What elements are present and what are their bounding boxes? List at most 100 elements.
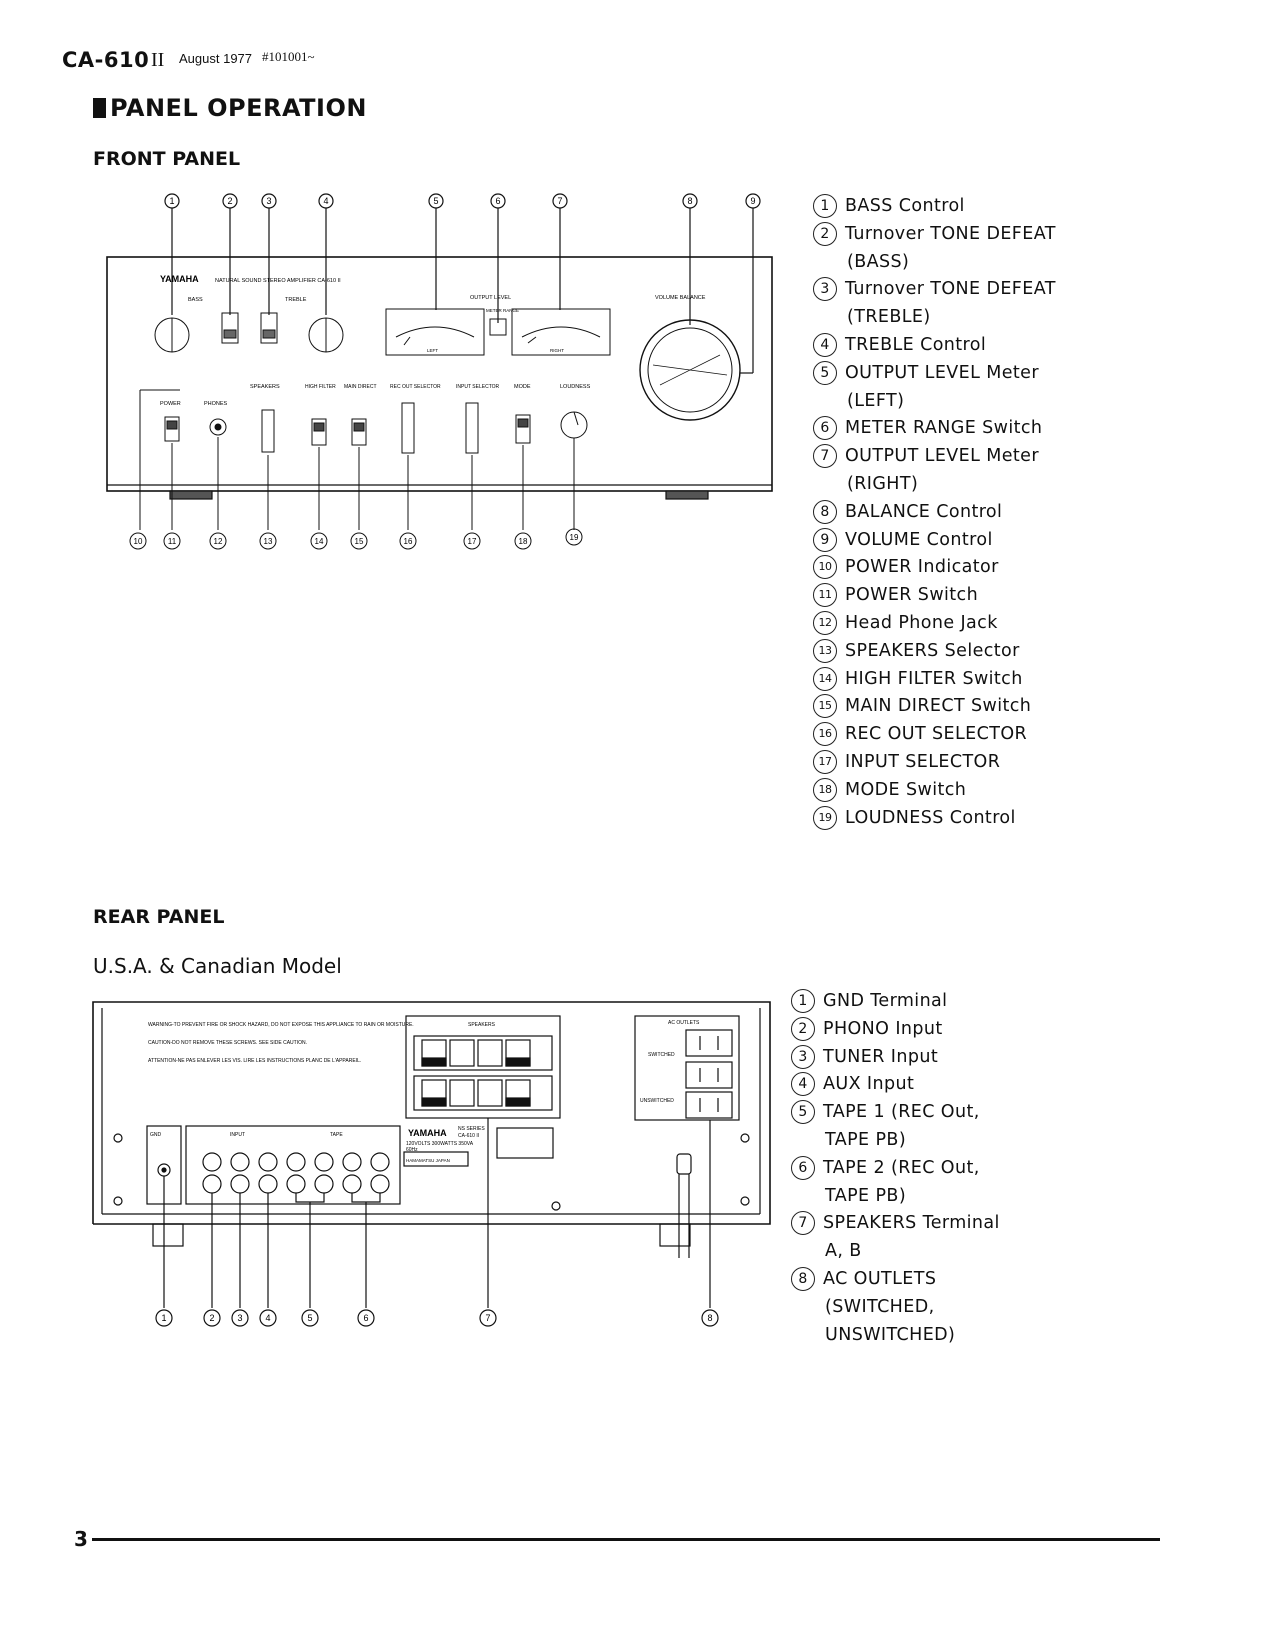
legend-number: 4 <box>813 333 837 357</box>
legend-number: 6 <box>813 416 837 441</box>
rear-gnd-label: GND <box>150 1132 162 1138</box>
fp-main-direct-label: MAIN DIRECT <box>344 384 377 390</box>
legend-number: 18 <box>813 777 837 802</box>
legend-label: Head Phone Jack <box>845 613 998 633</box>
rear-warning-text: WARNING-TO PREVENT FIRE OR SHOCK HAZARD,… <box>148 1022 414 1064</box>
fp-right-meter-label: RIGHT <box>550 348 564 353</box>
svg-text:3: 3 <box>237 1313 242 1323</box>
svg-text:13: 13 <box>264 537 273 546</box>
legend-label: VOLUME Control <box>845 529 993 550</box>
legend-item: 3 Turnover TONE DEFEAT <box>813 277 1056 302</box>
legend-number: 14 <box>813 666 837 691</box>
fp-left-meter-label: LEFT <box>427 348 438 353</box>
svg-text:16: 16 <box>404 537 413 546</box>
legend-label: OUTPUT LEVEL Meter <box>845 362 1039 383</box>
legend-number: 8 <box>791 1267 815 1291</box>
rear-switched-label: SWITCHED <box>648 1052 675 1058</box>
legend-item: 12 Head Phone Jack <box>813 611 998 635</box>
svg-text:12: 12 <box>214 537 223 546</box>
document-date: August 1977 <box>179 51 253 66</box>
legend-label: TUNER Input <box>823 1046 939 1067</box>
rear-model-title: U.S.A. & Canadian Model <box>93 954 342 978</box>
fp-output-level-label: OUTPUT LEVEL <box>470 295 511 301</box>
legend-label: MAIN DIRECT Switch <box>845 696 1032 717</box>
fp-rec-out-label: REC OUT SELECTOR <box>390 384 441 390</box>
rear-caution: CAUTION-DO NOT REMOVE THESE SCREWS. SEE … <box>148 1040 307 1046</box>
legend-label: BASS Control <box>845 196 965 216</box>
fp-meter-range-label: METER RANGE <box>486 308 519 313</box>
legend-number: 3 <box>813 277 837 302</box>
rear-panel-diagram: WARNING-TO PREVENT FIRE OR SHOCK HAZARD,… <box>92 1001 771 1327</box>
legend-label: SPEAKERS Terminal <box>823 1213 1000 1234</box>
rear-model: CA-610 II <box>458 1133 479 1139</box>
legend-item: 5 OUTPUT LEVEL Meter <box>813 360 1039 385</box>
legend-number: 11 <box>813 583 837 608</box>
fp-high-filter-label: HIGH FILTER <box>305 384 336 390</box>
fp-phones-label: PHONES <box>204 401 228 407</box>
legend-number: 5 <box>791 1100 815 1125</box>
legend-continuation: (LEFT) <box>847 390 905 411</box>
legend-label: POWER Indicator <box>845 557 999 578</box>
legend-item: 13 SPEAKERS Selector <box>813 638 1020 663</box>
legend-label: MODE Switch <box>845 779 967 800</box>
legend-number: 12 <box>813 611 837 635</box>
rear-origin: HAMAMATSU JAPAN <box>406 1158 450 1163</box>
legend-label: INPUT SELECTOR <box>845 752 1001 772</box>
rear-brand: YAMAHA <box>408 1128 447 1138</box>
legend-label: HIGH FILTER Switch <box>845 668 1023 689</box>
legend-label: GND Terminal <box>823 991 948 1011</box>
rear-attention: ATTENTION-NE PAS ENLEVER LES VIS. LIRE L… <box>148 1058 361 1064</box>
svg-text:5: 5 <box>433 196 438 206</box>
legend-number: 4 <box>791 1072 815 1097</box>
rear-warning: WARNING-TO PREVENT FIRE OR SHOCK HAZARD,… <box>148 1022 414 1028</box>
svg-text:15: 15 <box>355 537 364 546</box>
rear-rating: 120VOLTS 300WATTS 350VA <box>406 1141 474 1147</box>
fp-speakers-label: SPEAKERS <box>250 384 280 390</box>
legend-item: 15 MAIN DIRECT Switch <box>813 694 1032 719</box>
svg-text:1: 1 <box>161 1313 166 1323</box>
legend-continuation: TAPE PB) <box>825 1130 907 1150</box>
legend-number: 3 <box>791 1044 815 1069</box>
legend-label: PHONO Input <box>823 1018 943 1039</box>
legend-number: 7 <box>813 444 837 469</box>
page-number: 3 <box>74 1527 88 1551</box>
page-rule <box>92 1538 1160 1541</box>
fp-treble-label: TREBLE <box>285 297 307 303</box>
fp-volume-balance-label: VOLUME BALANCE <box>655 295 706 301</box>
legend-number: 2 <box>791 1016 815 1041</box>
legend-number: 13 <box>813 638 837 663</box>
legend-number: 5 <box>813 360 837 385</box>
section-title-text: PANEL OPERATION <box>110 94 367 122</box>
rear-freq: 60Hz <box>406 1147 418 1153</box>
fp-loudness-label: LOUDNESS <box>560 384 591 390</box>
legend-continuation: TAPE PB) <box>825 1185 907 1206</box>
fp-model-line: NATURAL SOUND STEREO AMPLIFIER CA-610 II <box>215 278 341 284</box>
legend-number: 15 <box>813 694 837 719</box>
rear-unswitched-label: UNSWITCHED <box>640 1098 674 1104</box>
legend-number: 2 <box>813 221 837 246</box>
front-panel-diagram: YAMAHA NATURAL SOUND STEREO AMPLIFIER CA… <box>106 193 773 550</box>
legend-continuation: (TREBLE) <box>847 307 931 328</box>
svg-text:7: 7 <box>557 196 562 206</box>
rear-tape-label: TAPE <box>330 1132 343 1138</box>
legend-label: Turnover TONE DEFEAT <box>845 279 1056 300</box>
rear-ns-series: NS SERIES <box>458 1126 485 1132</box>
legend-label: OUTPUT LEVEL Meter <box>845 446 1039 467</box>
fp-mode-label: MODE <box>514 384 531 390</box>
model-number: CA-610 <box>62 48 150 72</box>
fp-brand: YAMAHA <box>160 274 199 284</box>
legend-label: SPEAKERS Selector <box>845 640 1020 661</box>
legend-item: 2 PHONO Input <box>791 1016 943 1041</box>
